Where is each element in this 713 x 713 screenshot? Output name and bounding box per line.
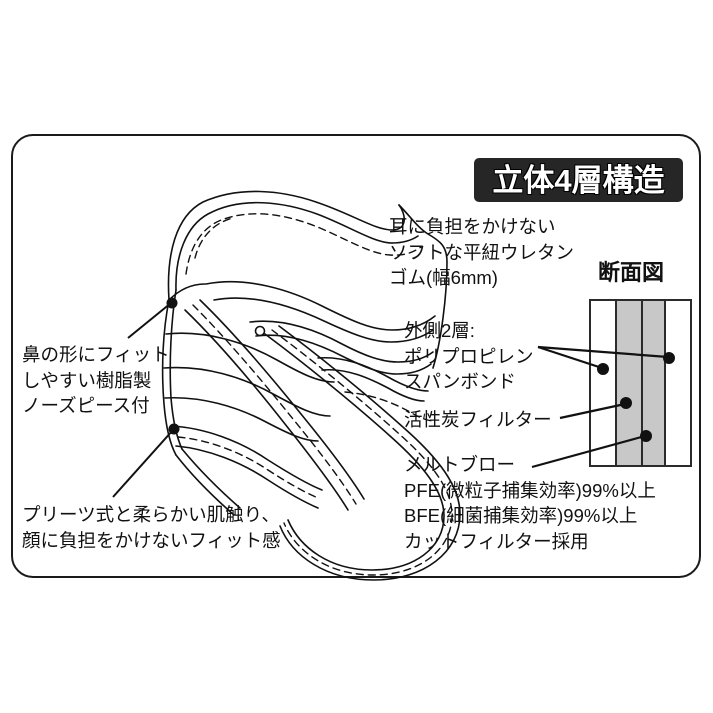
callout-meltblown: メルトブロー PFE(微粒子捕集効率)99%以上 BFE(細菌捕集効率)99%以…	[404, 454, 656, 552]
callout-ear-strap: 耳に負担をかけない ソフトな平紐ウレタン ゴム(幅6mm)	[389, 216, 575, 288]
cross-section-title: 断面図	[598, 260, 665, 285]
cross-section-layer-outer-spunbond	[591, 301, 615, 465]
cross-section-layer-inner-spunbond	[666, 301, 690, 465]
title-badge-label: 立体4層構造	[492, 162, 665, 198]
cross-section-layer-activated-carbon	[643, 301, 664, 465]
cross-section-divider	[664, 301, 666, 465]
callout-carbon-filter: 活性炭フィルター	[404, 409, 552, 430]
cross-section-diagram	[589, 299, 692, 467]
title-badge: 立体4層構造	[474, 158, 683, 202]
callout-pleat-fit: プリーツ式と柔らかい肌触り、 顔に負担をかけないフィット感	[22, 504, 281, 551]
callout-outer-layers: 外側2層: ポリプロピレン スパンボンド	[404, 320, 534, 392]
cross-section-layer-meltblown-filter	[617, 301, 641, 465]
cross-section-divider	[615, 301, 617, 465]
cross-section-divider	[641, 301, 643, 465]
callout-nose-piece: 鼻の形にフィット しやすい樹脂製 ノーズピース付	[22, 344, 170, 416]
